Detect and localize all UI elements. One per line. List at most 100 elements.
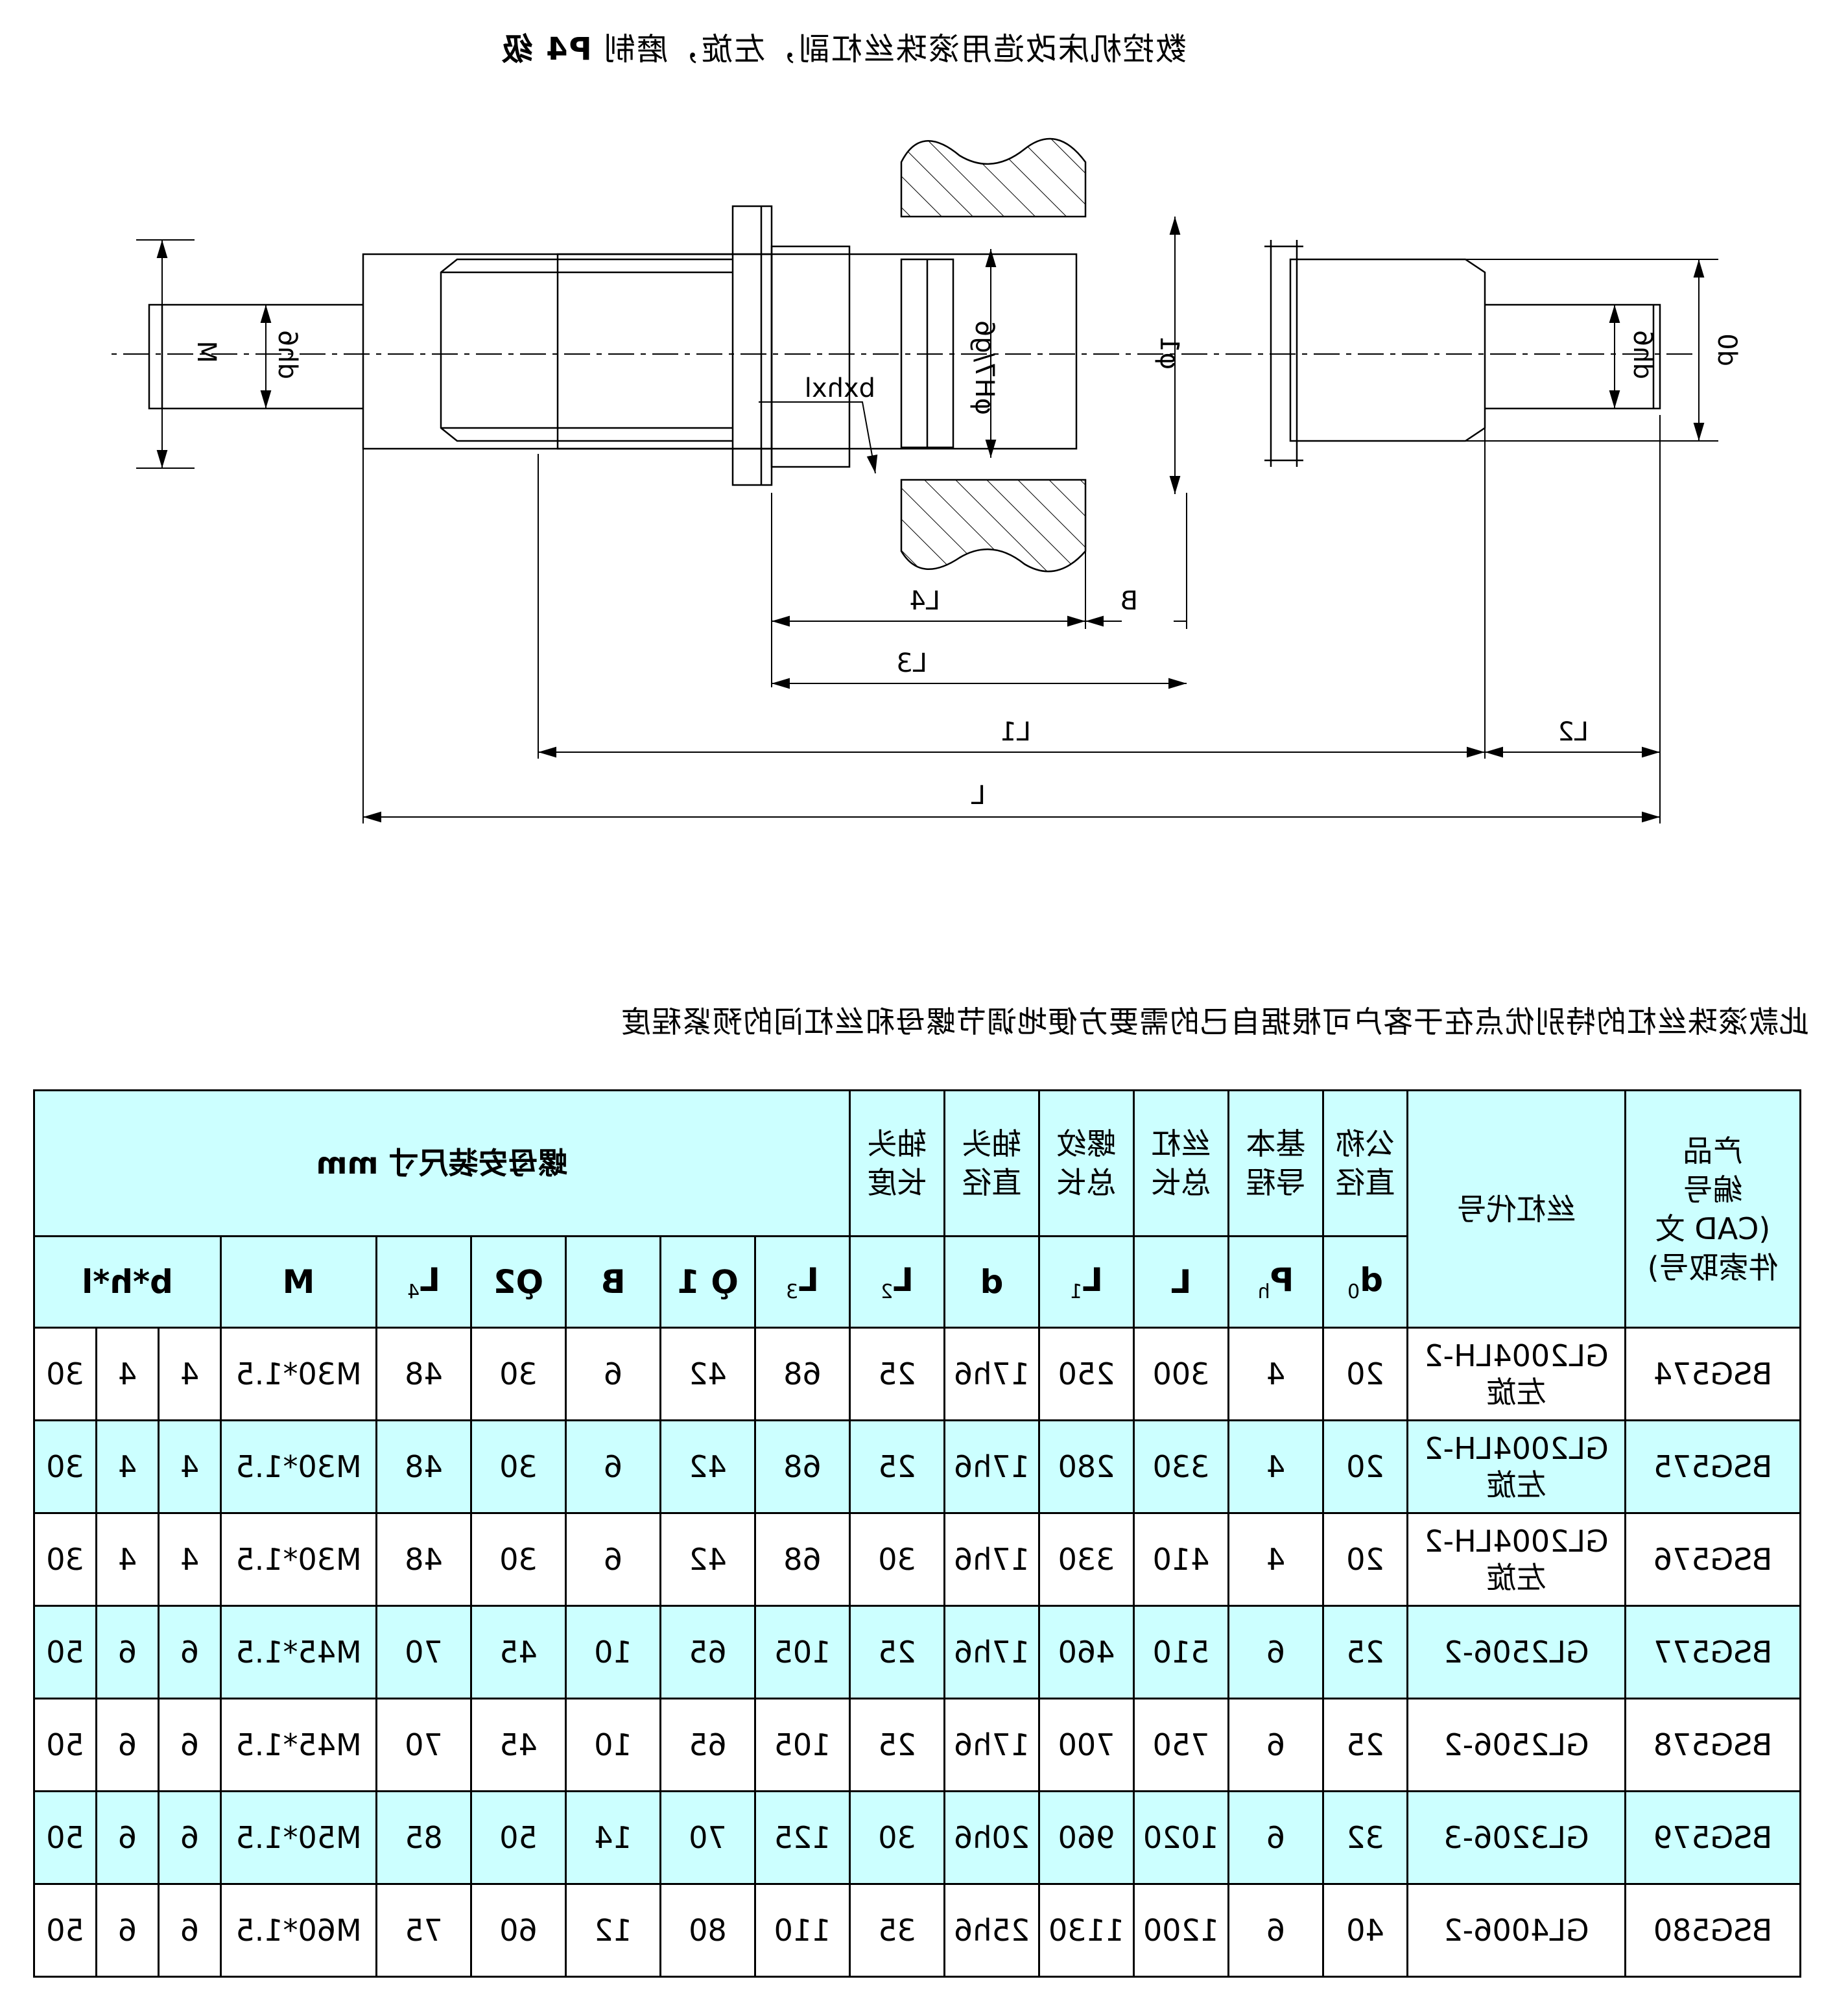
cell-h: 6 [96, 1791, 159, 1884]
cell-L2: 30 [849, 1513, 945, 1606]
sub-ph: Ph [1228, 1236, 1323, 1328]
sub-L4: L4 [376, 1236, 471, 1328]
cell-L1: 460 [1039, 1605, 1134, 1699]
hdr-product: 产品 编号 (CAD 文 件索取号) [1625, 1090, 1801, 1328]
cell-Q2: 45 [471, 1605, 566, 1699]
cell-b: 6 [158, 1698, 221, 1792]
cell-d0: 25 [1323, 1698, 1408, 1792]
cell-B: 10 [565, 1605, 661, 1699]
flange-ring [731, 205, 773, 486]
code-text: GL2506-2 [1443, 1727, 1589, 1762]
label-L2: L2 [1558, 717, 1589, 747]
cell-b: 6 [158, 1791, 221, 1884]
sub-L1: L1 [1039, 1236, 1134, 1328]
cell-product: BSG579 [1625, 1791, 1801, 1884]
cell-product: BSG577 [1625, 1605, 1801, 1699]
cell-l: 50 [34, 1791, 97, 1884]
cell-code: GL2506-2 [1407, 1698, 1626, 1792]
cell-L1: 250 [1039, 1327, 1134, 1421]
cell-L3: 110 [755, 1884, 850, 1977]
cell-L3: 68 [755, 1327, 850, 1421]
cell-L2: 35 [849, 1884, 945, 1977]
hdr-L: 丝杠 总长 [1133, 1090, 1229, 1237]
label-phi1: φ1 [1154, 336, 1184, 370]
cell-ph: 4 [1228, 1513, 1323, 1606]
label-d0: d0 [1712, 333, 1742, 366]
cell-L: 300 [1133, 1327, 1229, 1421]
code-note: 左旋 [1486, 1467, 1546, 1502]
cell-h: 4 [96, 1513, 159, 1606]
sub-Q1: Ǫ 1 [660, 1236, 755, 1328]
cell-L: 330 [1133, 1420, 1229, 1513]
cell-L4: 48 [376, 1513, 471, 1606]
cell-product: BSG576 [1625, 1513, 1801, 1606]
cell-L: 410 [1133, 1513, 1229, 1606]
cell-Q1: 80 [660, 1884, 755, 1977]
hdr-ph: 基本 导程 [1228, 1090, 1323, 1237]
cell-Q2: 45 [471, 1698, 566, 1792]
hdr-d: 轴头 直径 [944, 1090, 1039, 1237]
sub-B: B [565, 1236, 661, 1328]
cell-B: 10 [565, 1698, 661, 1792]
cell-d: 17h6 [944, 1420, 1039, 1513]
cell-Q1: 42 [660, 1513, 755, 1606]
code-text: GL2004LH-2 [1424, 1431, 1609, 1466]
cell-L4: 75 [376, 1884, 471, 1977]
cell-L1: 330 [1039, 1513, 1134, 1606]
cell-L4: 70 [376, 1698, 471, 1792]
cell-product: BSG580 [1625, 1884, 1801, 1977]
cell-L: 1020 [1133, 1791, 1229, 1884]
cell-l: 30 [34, 1420, 97, 1513]
label-B: B [1120, 586, 1138, 616]
cell-d: 17h6 [944, 1605, 1039, 1699]
cell-L: 510 [1133, 1605, 1229, 1699]
cell-Q1: 70 [660, 1791, 755, 1884]
cell-h: 6 [96, 1698, 159, 1792]
cell-L1: 700 [1039, 1698, 1134, 1792]
cell-Q2: 30 [471, 1513, 566, 1606]
cell-L3: 68 [755, 1513, 850, 1606]
sub-L2: L2 [849, 1236, 945, 1328]
code-text: GL4006-2 [1443, 1913, 1589, 1948]
label-M: M [191, 340, 221, 363]
cell-Q1: 42 [660, 1327, 755, 1421]
hdr-code: 丝杠代号 [1407, 1090, 1626, 1328]
code-text: GL2004LH-2 [1424, 1338, 1609, 1373]
cell-Q1: 65 [660, 1698, 755, 1792]
code-note: 左旋 [1486, 1375, 1546, 1410]
cell-b: 4 [158, 1420, 221, 1513]
cell-d0: 25 [1323, 1605, 1408, 1699]
sub-M: M [220, 1236, 377, 1328]
cell-h: 6 [96, 1605, 159, 1699]
sub-d: d [944, 1236, 1039, 1328]
cell-L2: 25 [849, 1420, 945, 1513]
cell-B: 6 [565, 1327, 661, 1421]
label-bxhxl: bxhxl [805, 373, 875, 403]
cell-ph: 6 [1228, 1884, 1323, 1977]
cell-M: M50*1.5 [220, 1791, 377, 1884]
label-L1: L1 [1000, 717, 1031, 747]
cell-product: BSG574 [1625, 1327, 1801, 1421]
screw-body [362, 253, 1078, 450]
cell-code: GL3206-3 [1407, 1791, 1626, 1884]
cell-L3: 105 [755, 1605, 850, 1699]
cell-L4: 48 [376, 1420, 471, 1513]
cell-B: 14 [565, 1791, 661, 1884]
label-phi-h7g6: φH7/g6 [969, 320, 999, 415]
cell-Q2: 60 [471, 1884, 566, 1977]
label-L: L [971, 781, 986, 811]
cell-ph: 4 [1228, 1420, 1323, 1513]
label-L4: L4 [909, 586, 940, 616]
sub-Q2: Ǫ2 [471, 1236, 566, 1328]
cell-d0: 20 [1323, 1513, 1408, 1606]
hdr-L1: 螺纹 总长 [1039, 1090, 1134, 1237]
cell-Q2: 50 [471, 1791, 566, 1884]
label-L3: L3 [896, 648, 927, 678]
cell-M: M45*1.5 [220, 1698, 377, 1792]
cell-b: 4 [158, 1327, 221, 1421]
